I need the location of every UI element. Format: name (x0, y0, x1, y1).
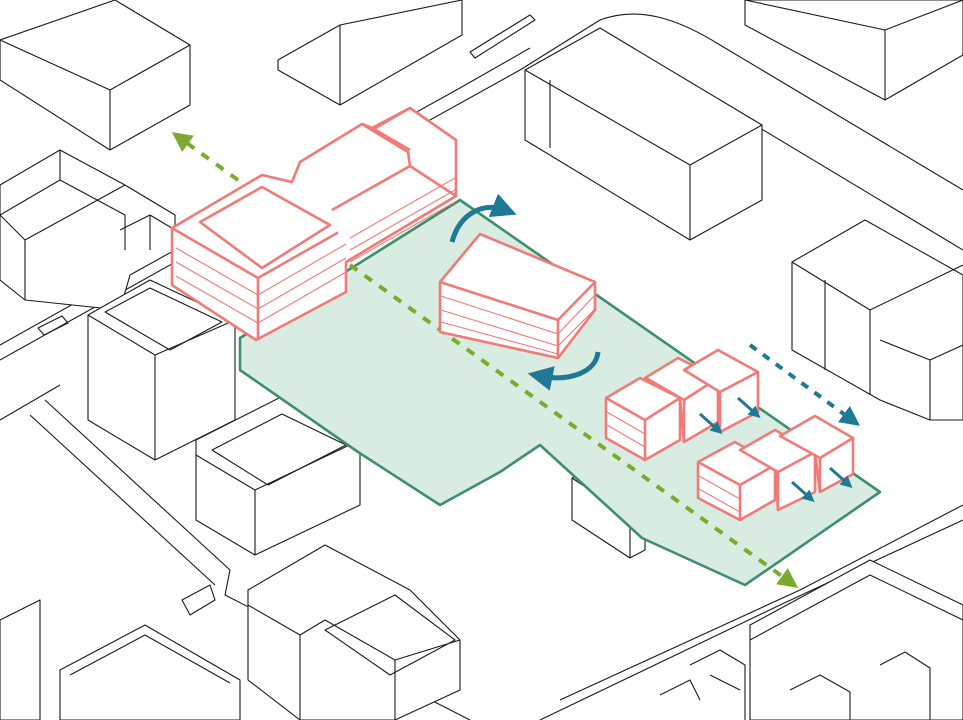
proposed-main-block (170, 106, 458, 342)
proposed-pink-buildings (170, 106, 855, 522)
proposed-small-blocks-row2 (696, 414, 855, 522)
curved-blue-rotation-arrows (449, 193, 601, 391)
proposed-rotated-block (438, 232, 597, 360)
blue-dashed-frontage-arrows (699, 343, 861, 502)
dashed-green-diagonal-axis (171, 132, 799, 588)
proposed-small-blocks-row1 (604, 348, 760, 462)
